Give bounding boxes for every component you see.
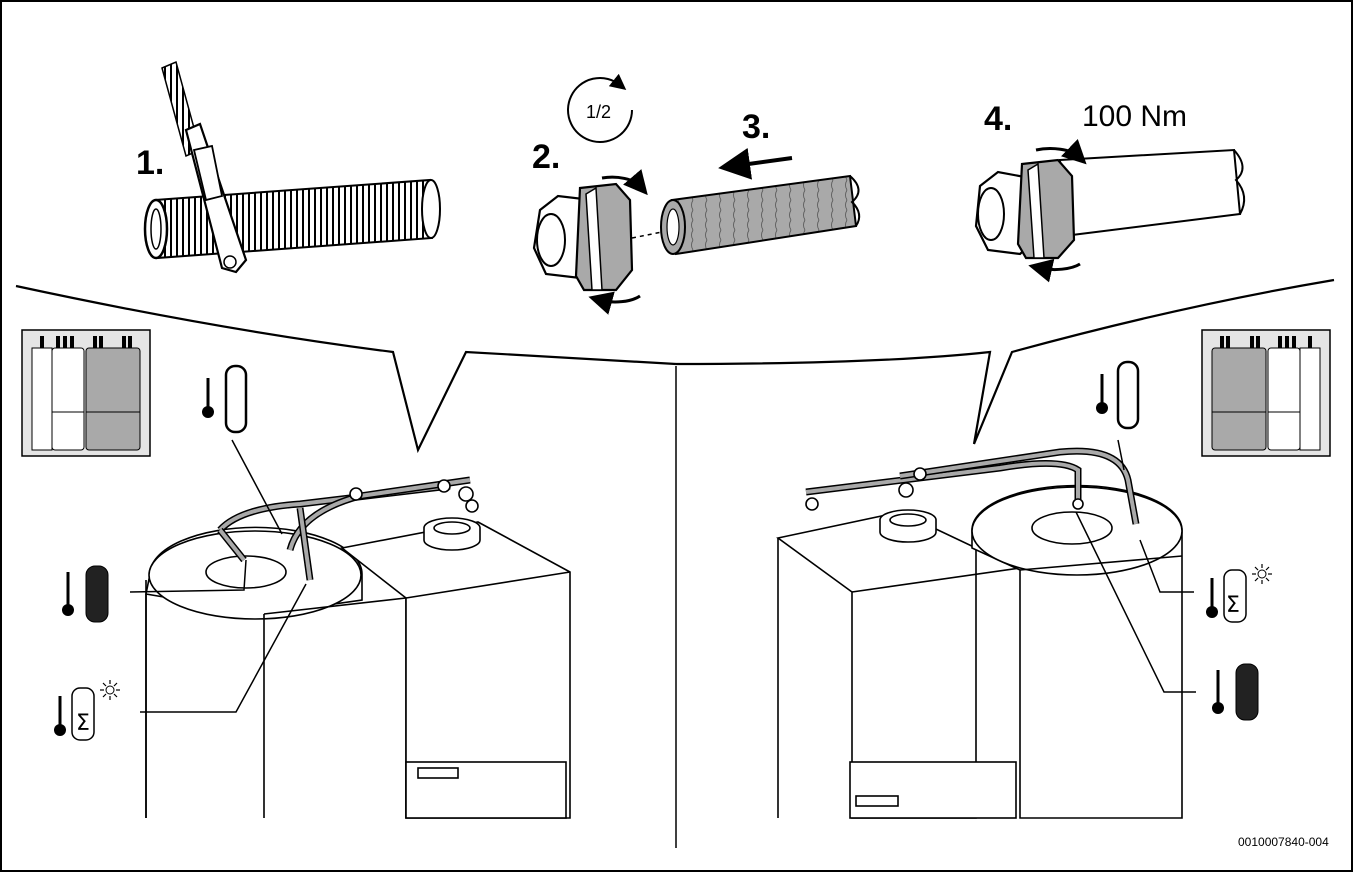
right-cylinder-sensor-icon (1212, 663, 1259, 721)
left-thermometer-tank-icon (202, 364, 248, 434)
left-appliance (145, 476, 571, 819)
left-leader-lines (129, 439, 307, 713)
pull-arrow-icon (718, 147, 793, 180)
tightened-fitting-icon (974, 139, 1246, 283)
svg-text:Σ: Σ (1226, 593, 1240, 618)
step-1-group: 1. (136, 60, 441, 274)
left-cylinder-sensor-icon (62, 565, 109, 623)
left-system-overview-icon (21, 329, 151, 457)
right-system-overview-icon (1201, 329, 1331, 457)
svg-text:Σ: Σ (76, 711, 90, 736)
step-3-group: 3. (718, 108, 793, 180)
step-1-label: 1. (136, 144, 164, 182)
right-leader-lines (1075, 439, 1196, 693)
step-2-label: 2. (532, 138, 560, 176)
step-2-group: 2. 1/2 (532, 73, 861, 315)
insulated-pipe-icon (660, 174, 861, 256)
step-4-group: 4. 100 Nm (974, 100, 1246, 283)
turn-fraction-label: 1/2 (586, 102, 611, 122)
half-turn-icon: 1/2 (567, 73, 633, 143)
pipe-cutter-icon (161, 60, 248, 274)
document-id: 0010007840-004 (1238, 835, 1329, 849)
right-appliance (776, 447, 1183, 819)
callout-lines (15, 278, 1335, 454)
nut-fitting-icon (532, 169, 663, 315)
step-4-label: 4. (984, 100, 1012, 138)
torque-label: 100 Nm (1082, 100, 1187, 133)
left-solar-sensor-icon: Σ (54, 680, 120, 741)
right-thermometer-tank-icon (1096, 360, 1140, 430)
right-solar-sensor-icon: Σ (1206, 564, 1272, 623)
step-3-label: 3. (742, 108, 770, 146)
corrugated-pipe-icon (143, 178, 441, 260)
